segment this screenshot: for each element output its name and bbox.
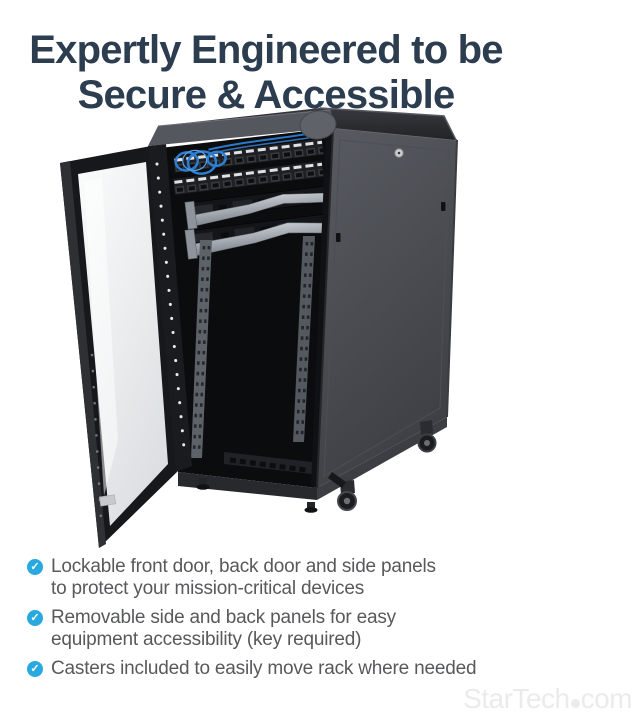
feature-line: Casters included to easily move rack whe… [51, 658, 477, 679]
server-rack-illustration [60, 107, 458, 548]
panel-latch-left [336, 233, 341, 242]
cabinet-top [148, 107, 457, 146]
page-title-line1: Expertly Engineered to be [29, 27, 503, 72]
watermark-brand: StarTech [463, 683, 570, 714]
feature-item-casters: ✓ Casters included to easily move rack w… [27, 658, 587, 680]
page-title: Expertly Engineered to be Secure & Acces… [0, 28, 532, 118]
patch-panel-lower [172, 160, 325, 196]
features-list: ✓ Lockable front door, back door and sid… [27, 556, 587, 687]
watermark-suffix: com [580, 683, 633, 714]
product-image [0, 100, 637, 555]
brand-watermark: StarTech com [463, 683, 632, 715]
caster-brake-lever [328, 472, 346, 488]
watermark-dot-icon [570, 699, 580, 708]
casters [196, 420, 437, 513]
leveling-foot-1 [199, 478, 207, 485]
page-title-line2: Secure & Accessible [77, 72, 456, 117]
feature-item-removable: ✓ Removable side and back panels for eas… [27, 607, 587, 651]
feature-line: equipment accessibility (key required) [51, 629, 362, 650]
feature-item-lockable: ✓ Lockable front door, back door and sid… [27, 556, 587, 600]
floor-vent [224, 452, 312, 474]
lock-keyhole [397, 151, 401, 155]
front-right-post [311, 128, 333, 488]
glass-label [99, 494, 117, 507]
door-frame-edge [60, 161, 106, 548]
front-door-open [60, 146, 177, 548]
feature-line: to protect your mission-critical devices [51, 578, 364, 599]
check-icon: ✓ [27, 610, 43, 626]
rack-server-2 [184, 213, 328, 260]
feature-text: Casters included to easily move rack whe… [51, 658, 477, 680]
feature-line: Removable side and back panels for easy [51, 607, 396, 628]
check-icon: ✓ [27, 661, 43, 677]
leveling-foot-2 [307, 502, 315, 509]
feature-text: Removable side and back panels for easy … [51, 607, 396, 651]
side-panel-inset [323, 139, 450, 477]
top-corner-cap [299, 110, 337, 140]
front-left-post [148, 144, 192, 472]
side-panel [316, 127, 458, 489]
cabinet-base [178, 417, 447, 500]
panel-latch-right [441, 202, 446, 211]
feature-text: Lockable front door, back door and side … [51, 556, 436, 600]
rack-server-1 [184, 185, 328, 230]
check-icon: ✓ [27, 559, 43, 575]
feature-line: Lockable front door, back door and side … [51, 556, 436, 577]
mounting-rails [191, 236, 315, 458]
glass-reflection [84, 178, 118, 496]
